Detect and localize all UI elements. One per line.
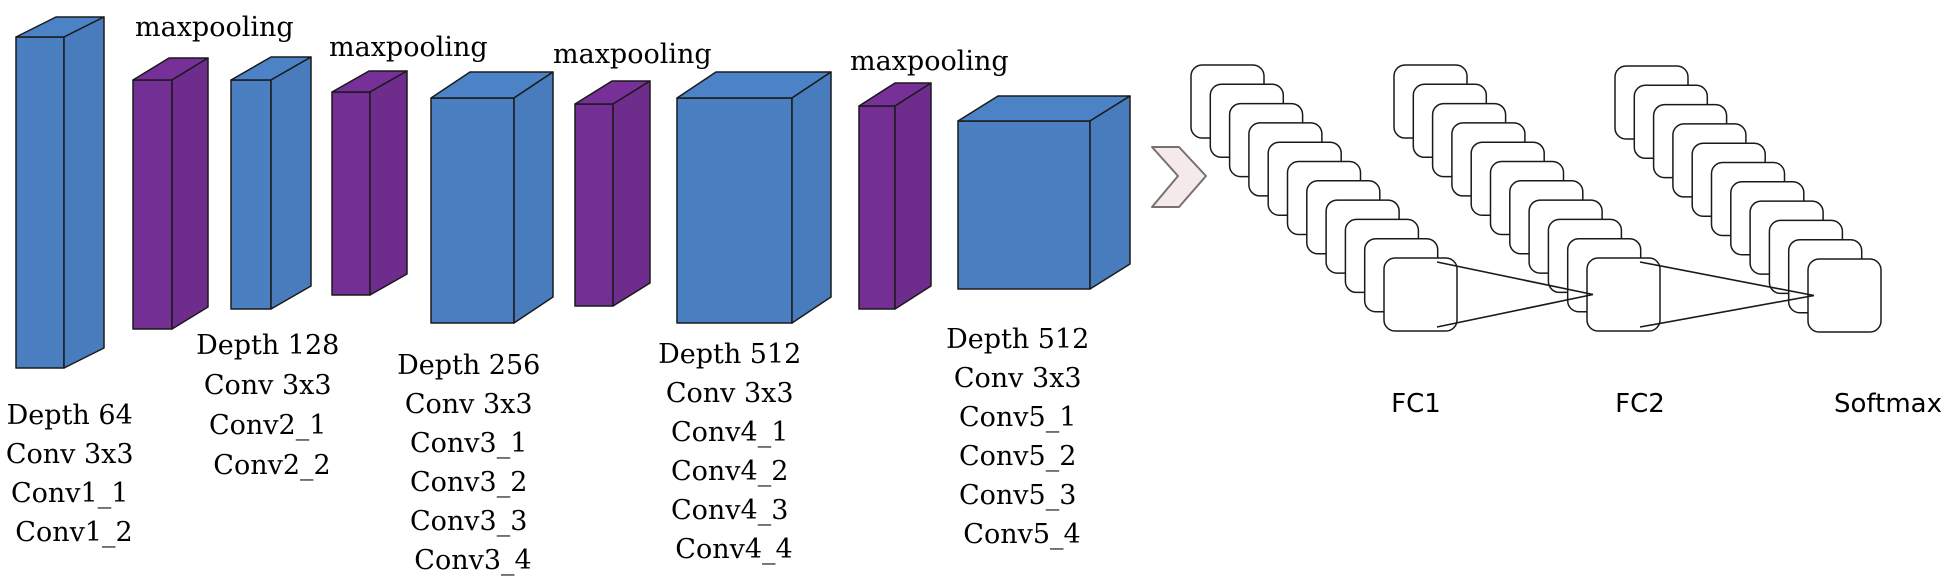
conv-block-3-label: Depth 256 Conv 3x3 Conv3_1 Conv3_2 Conv3…: [397, 350, 549, 576]
fc-connection-line: [1639, 261, 1815, 297]
conv-block-3: [430, 71, 554, 324]
conv-block-5-label: Depth 512 Conv 3x3 Conv5_1 Conv5_2 Conv5…: [946, 324, 1098, 550]
maxpool-label-3: maxpooling: [553, 39, 712, 70]
fc-connection-line: [1436, 261, 1594, 296]
conv-block-5: [957, 95, 1131, 290]
softmax-stack: [1614, 65, 1882, 333]
maxpool-label-1: maxpooling: [135, 12, 294, 43]
maxpool-block-2: [331, 70, 408, 296]
maxpool-label-2: maxpooling: [329, 32, 488, 63]
softmax-node: [1807, 258, 1882, 333]
conv-block-2: [230, 56, 312, 310]
conv-block-1-label: Depth 64 Conv 3x3 Conv1_1 Conv1_2: [6, 400, 142, 548]
fc1-label: FC1: [1391, 389, 1441, 419]
conv-block-2-label: Depth 128 Conv 3x3 Conv2_1 Conv2_2: [196, 330, 348, 481]
maxpool-label-4: maxpooling: [850, 46, 1009, 77]
fc1-node: [1383, 257, 1458, 332]
fc2-label: FC2: [1615, 389, 1665, 419]
fc2-node: [1586, 257, 1661, 332]
conv-block-1: [15, 16, 105, 369]
maxpool-block-4: [858, 82, 932, 310]
fc-connections: [1436, 261, 1815, 328]
maxpool-block-1: [132, 57, 209, 330]
fc-connection-line: [1436, 293, 1594, 328]
softmax-label: Softmax: [1834, 389, 1942, 419]
maxpool-block-3: [574, 80, 651, 307]
conv-block-4-label: Depth 512 Conv 3x3 Conv4_1 Conv4_2 Conv4…: [658, 339, 810, 565]
conv-block-4: [676, 71, 832, 324]
chevron-right-icon: [1151, 146, 1207, 208]
fc1-stack: [1190, 64, 1458, 332]
fc-connection-line: [1639, 294, 1815, 328]
